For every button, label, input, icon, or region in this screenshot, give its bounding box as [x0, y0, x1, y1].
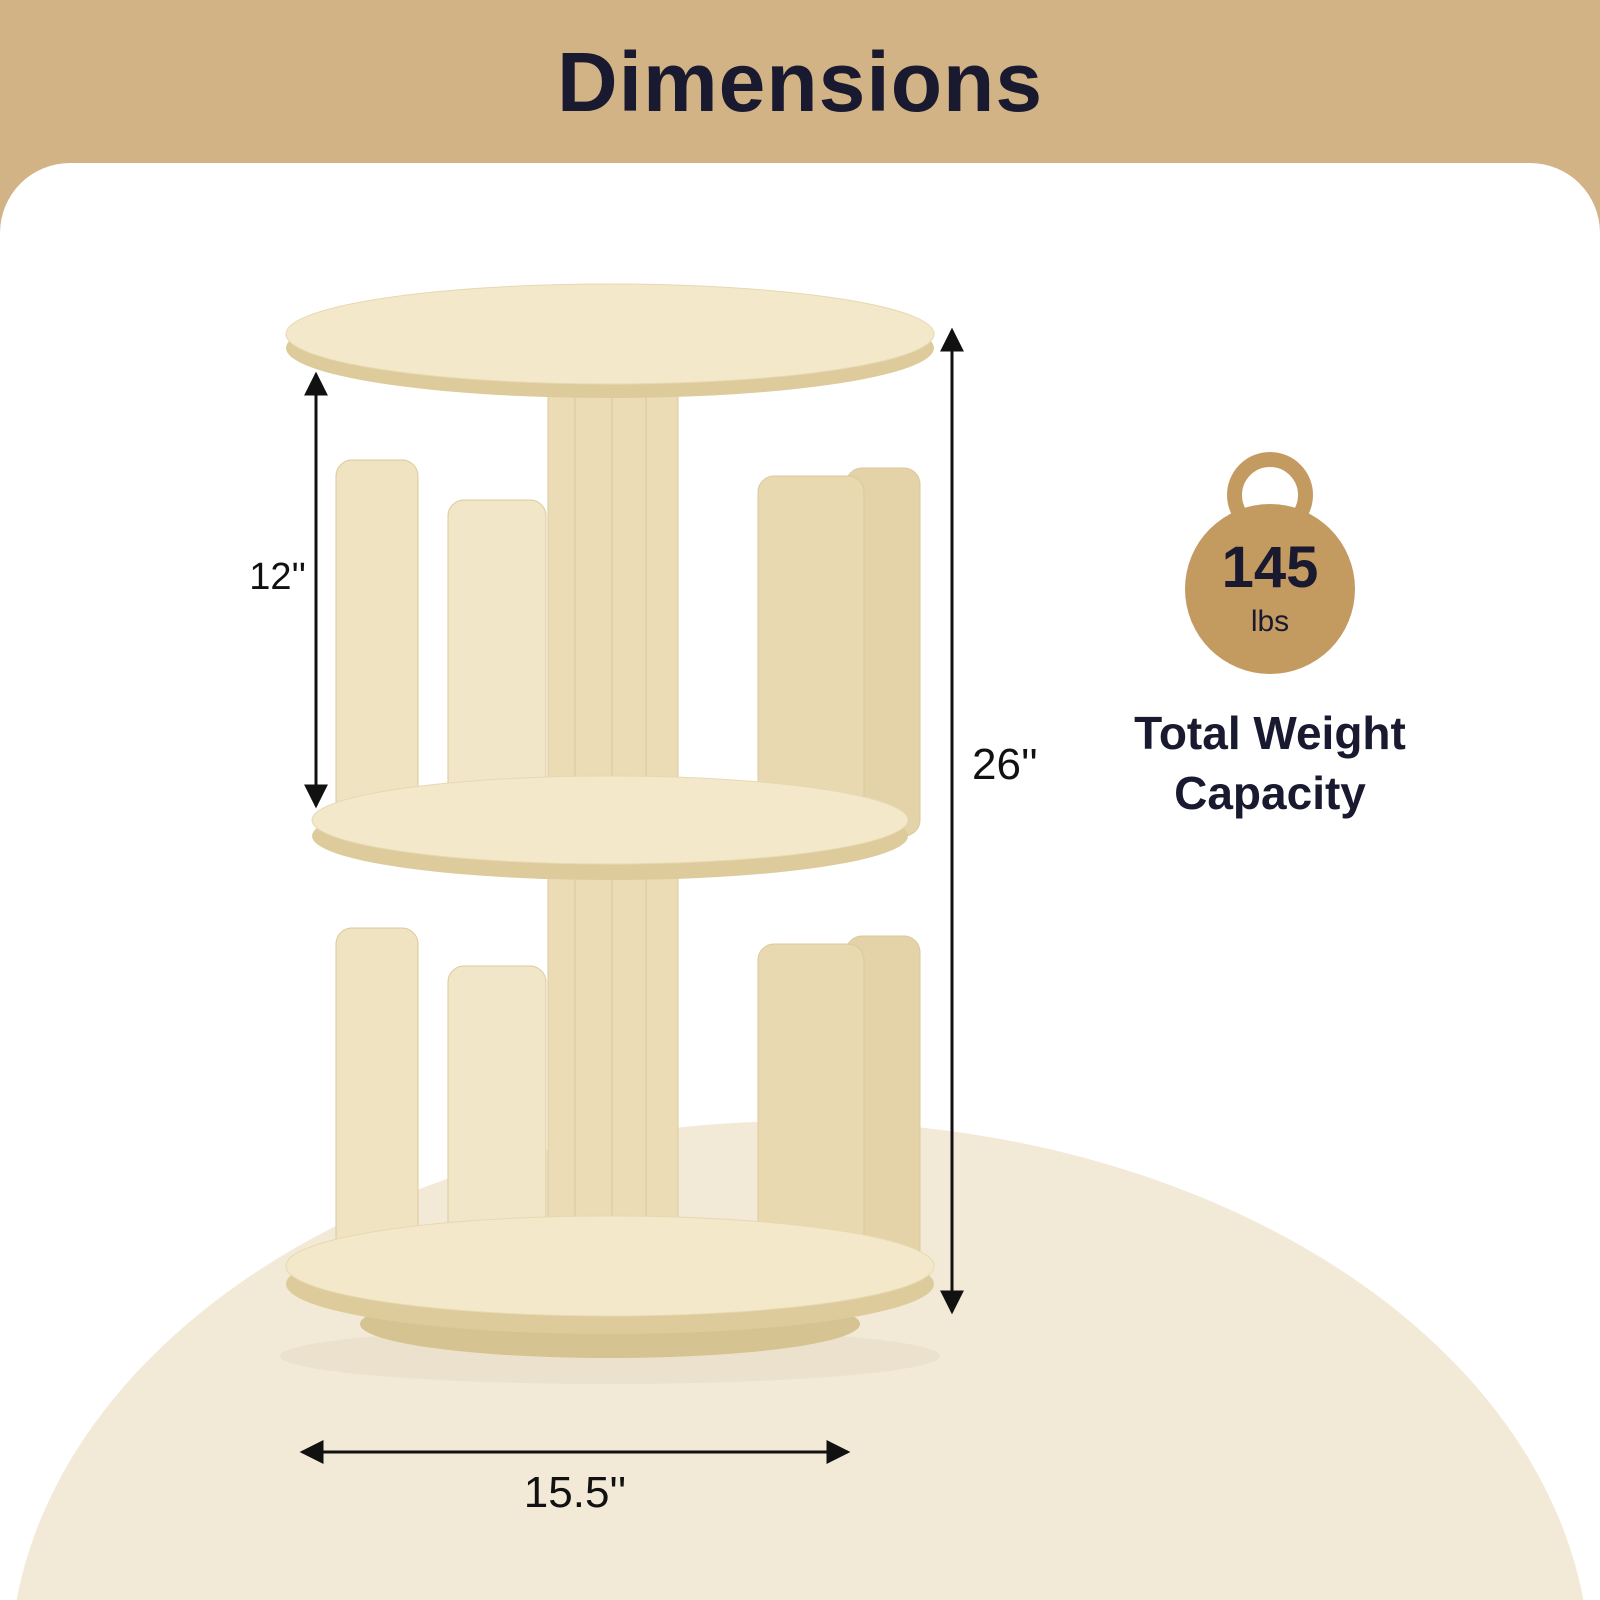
dimension-arrows	[299, 327, 964, 1464]
weight-circle: 145 lbs	[1185, 504, 1355, 674]
dimension-label-tier-height: 12''	[249, 556, 306, 598]
top-disc	[285, 283, 935, 398]
weight-caption-line-2: Capacity	[1174, 766, 1366, 819]
weight-capacity-badge: 145 lbs Total Weight Capacity	[1095, 452, 1445, 824]
weight-value: 145	[1221, 535, 1319, 600]
weight-unit: lbs	[1250, 605, 1290, 638]
page-title: Dimensions	[556, 35, 1044, 129]
dimension-label-base-diameter: 15.5''	[523, 1468, 627, 1517]
dimension-label-total-height: 26''	[972, 740, 1038, 789]
wood-grain	[574, 362, 647, 838]
shelf-tier-1-panels	[335, 355, 921, 841]
weight-caption: Total Weight Capacity	[1134, 704, 1406, 824]
divider-panel	[335, 459, 419, 837]
middle-shelf-disc	[311, 775, 909, 880]
base-disc	[285, 1215, 935, 1334]
weight-caption-line-1: Total Weight	[1134, 707, 1406, 759]
